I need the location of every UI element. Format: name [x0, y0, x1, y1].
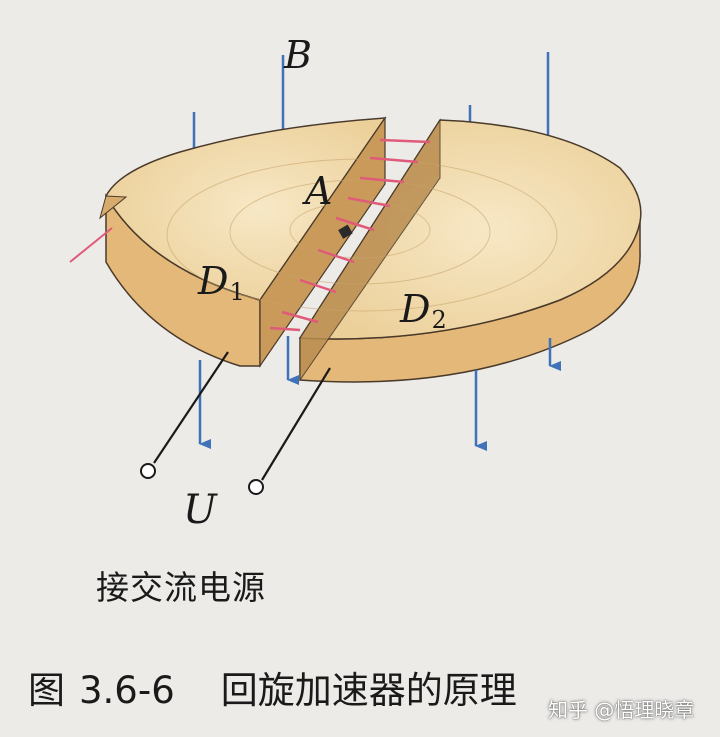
label-d1-letter: D: [198, 259, 229, 303]
terminal-left: [140, 463, 156, 479]
label-d2-subscript: 2: [431, 306, 447, 334]
caption-figure: 图: [28, 669, 65, 712]
magnetic-field-lines-lower: [198, 336, 561, 451]
particle-path-in-gap: [269, 138, 431, 332]
watermark: 知乎 @悟理晓章: [548, 698, 695, 722]
caption-title: 回旋加速器的原理: [220, 669, 517, 712]
label-dee-d1: D1: [198, 262, 245, 304]
ac-source-wires: [153, 351, 331, 481]
label-voltage-u: U: [183, 487, 217, 533]
label-field-b: B: [284, 33, 312, 77]
caption-number: 3.6-6: [79, 669, 175, 712]
dee-d2: [298, 118, 642, 383]
exit-beam: [69, 227, 113, 263]
label-dee-d2: D2: [400, 290, 447, 332]
ac-source-label: 接交流电源: [96, 568, 266, 607]
label-d2-letter: D: [400, 287, 431, 331]
faint-orbit-rings: [166, 158, 558, 312]
particle-a: [338, 224, 353, 239]
figure-caption: 图 3.6-6 回旋加速器的原理: [28, 660, 517, 714]
label-d1-subscript: 1: [229, 278, 245, 306]
terminal-right: [248, 479, 264, 495]
label-particle-a: A: [305, 169, 333, 213]
